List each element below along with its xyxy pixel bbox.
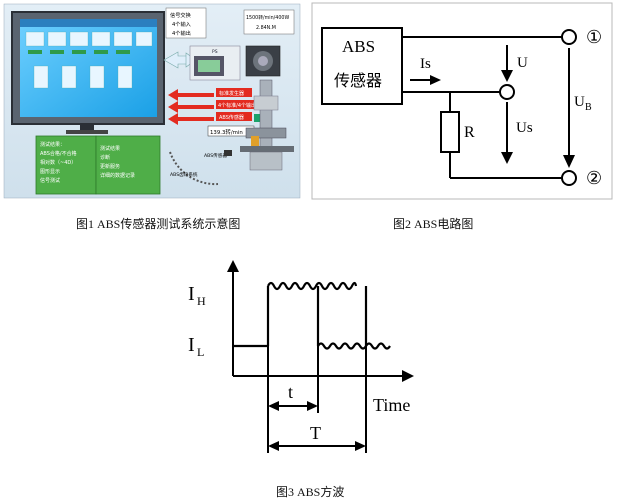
green-node bbox=[254, 114, 262, 122]
label-u: U bbox=[517, 55, 528, 71]
label-ub: U bbox=[574, 94, 585, 110]
results-left-box bbox=[35, 135, 97, 195]
terminal-2 bbox=[561, 170, 577, 186]
red-box-3 bbox=[216, 112, 252, 121]
label-ih-sub: H bbox=[197, 294, 206, 308]
red-box-2-label: 4个标准/4个输出 bbox=[218, 102, 256, 109]
shaft-assembly bbox=[240, 79, 294, 171]
T-arrow-left bbox=[268, 441, 279, 451]
abs-box-line2: 传感器 bbox=[334, 71, 382, 90]
results-right-4: 详细的数据记录 bbox=[100, 172, 135, 179]
label-t-big: T bbox=[310, 423, 321, 443]
callout-line-3: 4个输出 bbox=[172, 29, 191, 37]
motor-spec-2: 2.84N.M bbox=[256, 25, 276, 31]
ps-label: PS bbox=[212, 49, 218, 55]
test-results-panel: 测试结果： ABS合格/不合格 相对数（~4D） 图形显示 信号测试 测试结果 … bbox=[35, 135, 161, 195]
label-il-sub: L bbox=[197, 345, 204, 359]
label-time: Time bbox=[373, 395, 410, 415]
dimension-lines bbox=[267, 286, 367, 453]
results-left-2: ABS合格/不合格 bbox=[40, 150, 77, 157]
t-arrow-right bbox=[307, 401, 318, 411]
label-r: R bbox=[464, 124, 475, 141]
abs-box-line1: ABS bbox=[342, 37, 375, 56]
label-us: Us bbox=[516, 120, 533, 136]
T-arrow-right bbox=[355, 441, 366, 451]
label-ub-sub: B bbox=[585, 102, 592, 113]
abs-sensor-box bbox=[321, 27, 403, 105]
callout-line-2: 4个输入 bbox=[172, 20, 191, 28]
results-right-1: 测试结果 bbox=[100, 145, 120, 152]
red-box-1 bbox=[216, 88, 252, 97]
signal-exchange-callout: 信号交换 4个输入 4个输出 bbox=[163, 7, 207, 69]
ps-unit: PS bbox=[189, 45, 241, 81]
resistor bbox=[440, 111, 460, 153]
terminal-1-label: ① bbox=[586, 27, 602, 47]
t-arrow-left bbox=[268, 401, 279, 411]
arrow-left-icon bbox=[168, 89, 214, 101]
monitor bbox=[11, 11, 165, 134]
results-left-1: 测试结果： bbox=[40, 141, 65, 148]
sensor-tip bbox=[224, 150, 232, 156]
speed-label: 139.3转/min bbox=[210, 128, 243, 136]
motor: 1500转/min/400W 2.84N.M bbox=[243, 9, 295, 77]
y-axis-arrow bbox=[227, 260, 239, 272]
terminal-mid bbox=[499, 84, 515, 100]
x-axis-arrow bbox=[402, 370, 414, 382]
label-il: I bbox=[188, 334, 195, 356]
label-ih: I bbox=[188, 283, 195, 305]
red-box-2 bbox=[216, 100, 256, 109]
results-right-3: 更新服务 bbox=[100, 163, 120, 170]
results-left-5: 信号测试 bbox=[40, 177, 60, 184]
fig3-caption: 图3 ABS方波 bbox=[276, 485, 345, 499]
motor-spec-1: 1500转/min/400W bbox=[246, 14, 289, 21]
gear-label: ABS传感器 bbox=[204, 152, 227, 159]
results-right-2: 诊断 bbox=[100, 154, 110, 161]
fig3-abs-square-wave: Time I H I L t T bbox=[180, 258, 440, 468]
fig1-test-system-diagram: 测试结果： ABS合格/不合格 相对数（~4D） 图形显示 信号测试 测试结果 … bbox=[0, 0, 302, 202]
callout-line-1: 信号交换 bbox=[170, 11, 192, 19]
results-right-box bbox=[95, 135, 161, 195]
fig1-caption: 图1 ABS传感器测试系统示意图 bbox=[76, 217, 241, 231]
terminal-2-label: ② bbox=[586, 168, 602, 188]
label-t-small: t bbox=[288, 382, 293, 402]
results-left-4: 图形显示 bbox=[40, 168, 60, 175]
label-is: Is bbox=[420, 56, 431, 72]
terminal-1 bbox=[561, 29, 577, 45]
red-box-1-label: 标准发生器 bbox=[219, 90, 244, 97]
signal-boxes: 标准发生器 4个标准/4个输出 ABS传感器 bbox=[168, 88, 262, 125]
fig2-caption: 图2 ABS电路图 bbox=[393, 217, 474, 231]
arc-label: ABS齿轮系统 bbox=[170, 171, 198, 178]
red-box-3-label: ABS传感器 bbox=[219, 114, 244, 121]
results-left-3: 相对数（~4D） bbox=[40, 159, 76, 166]
fig2-circuit-diagram: ABS 传感器 R ① ② Is U Us U B bbox=[310, 0, 618, 202]
